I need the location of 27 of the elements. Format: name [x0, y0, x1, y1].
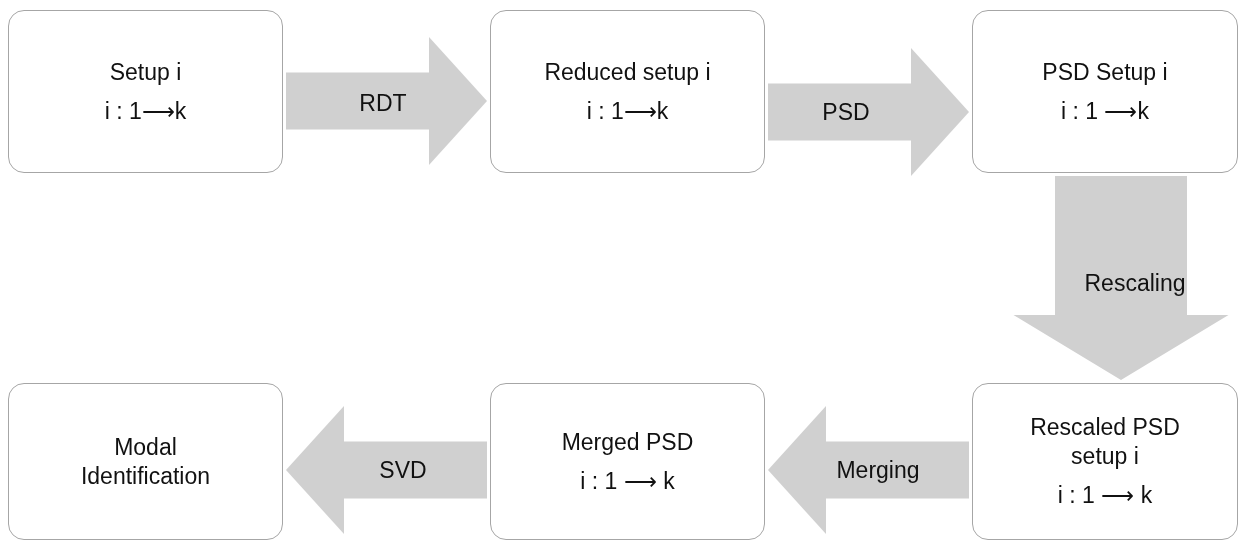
block-arrow	[1013, 176, 1229, 380]
edge-label: PSD	[822, 98, 870, 126]
index-range: i : 1⟶k	[104, 96, 187, 126]
process-box	[972, 10, 1238, 173]
box-title: Reduced setup i	[544, 57, 711, 87]
process-box	[490, 10, 765, 173]
process-box	[490, 383, 765, 540]
index-range: i : 1⟶k	[586, 96, 669, 126]
block-arrow	[768, 406, 969, 534]
box-title: Merged PSD	[561, 427, 694, 457]
process-box	[8, 10, 283, 173]
edge-label: SVD	[379, 456, 427, 484]
box-title: Rescaled PSD setup i	[1029, 413, 1181, 471]
box-title: PSD Setup i	[1042, 57, 1168, 87]
block-arrow	[768, 48, 969, 176]
box-title: Setup i	[109, 57, 182, 87]
index-range: i : 1 ⟶ k	[1057, 480, 1153, 510]
process-box	[8, 383, 283, 540]
process-box	[972, 383, 1238, 540]
box-title: Modal Identification	[79, 432, 212, 491]
index-range: i : 1 ⟶ k	[580, 466, 675, 496]
block-arrow	[286, 406, 487, 534]
edge-label: Merging	[836, 456, 920, 484]
index-range: i : 1 ⟶k	[1061, 96, 1149, 126]
edge-label: Rescaling	[1084, 269, 1186, 297]
edge-label: RDT	[359, 89, 407, 117]
block-arrow	[286, 37, 487, 165]
